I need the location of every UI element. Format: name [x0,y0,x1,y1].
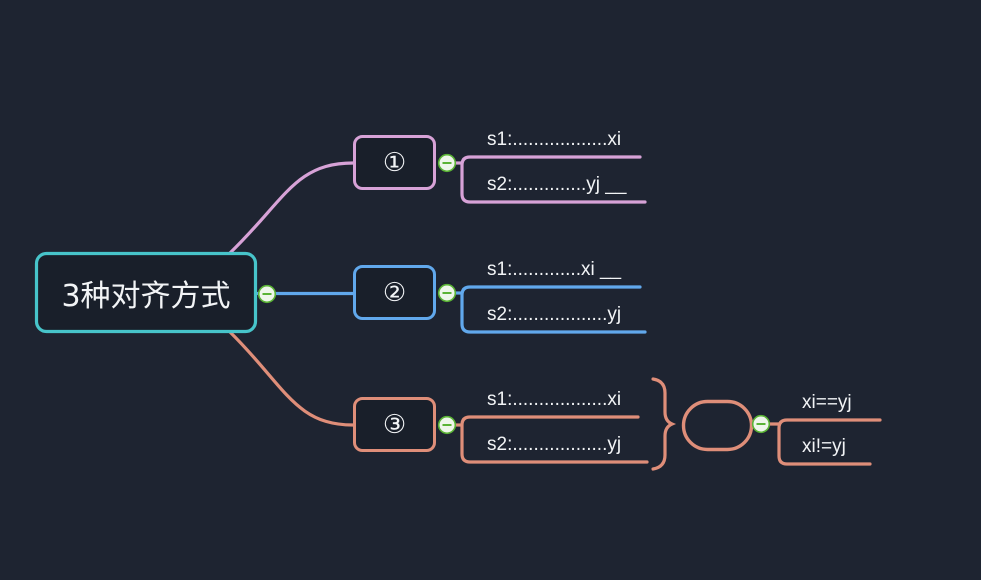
branch-1-child-underlines [460,155,647,204]
summary-brace [651,377,677,471]
branch-1-child-2-label[interactable]: s2:..............yj __ [487,174,627,195]
summary-child-underlines [777,418,882,466]
branch-2-child-underlines [460,285,647,334]
branch-2-node[interactable] [353,265,436,320]
branch-1-node[interactable] [353,135,436,190]
link-root-branch-1 [228,161,355,255]
collapse-button-branch-1[interactable] [437,153,457,173]
collapse-button-branch-2[interactable] [437,283,457,303]
summary-child-2-label[interactable]: xi!=yj [802,436,846,457]
root-node[interactable] [34,251,258,334]
collapse-button-root[interactable] [257,284,277,304]
branch-3-node[interactable] [353,397,436,452]
collapse-button-branch-3[interactable] [437,415,457,435]
link-root-branch-3 [228,330,355,427]
branch-1-child-1-label[interactable]: s1:..................xi [487,129,622,150]
collapse-button-summary[interactable] [751,414,771,434]
summary-node[interactable] [681,399,754,452]
summary-child-1-label[interactable]: xi==yj [802,392,852,413]
root-topic-label[interactable]: 3种对齐方式 [61,278,231,314]
branch-3-child-2-label[interactable]: s2:..................yj [487,434,622,455]
branch-3-topic-label[interactable]: ③ [382,409,407,440]
branch-2-child-1-label[interactable]: s1:.............xi __ [487,259,622,280]
branch-2-child-2-label[interactable]: s2:..................yj [487,304,622,325]
branch-1-topic-label[interactable]: ① [382,147,407,178]
branch-3-child-1-label[interactable]: s1:..................xi [487,389,622,410]
branch-2-topic-label[interactable]: ② [382,277,407,308]
branch-3-child-underlines [460,415,649,464]
